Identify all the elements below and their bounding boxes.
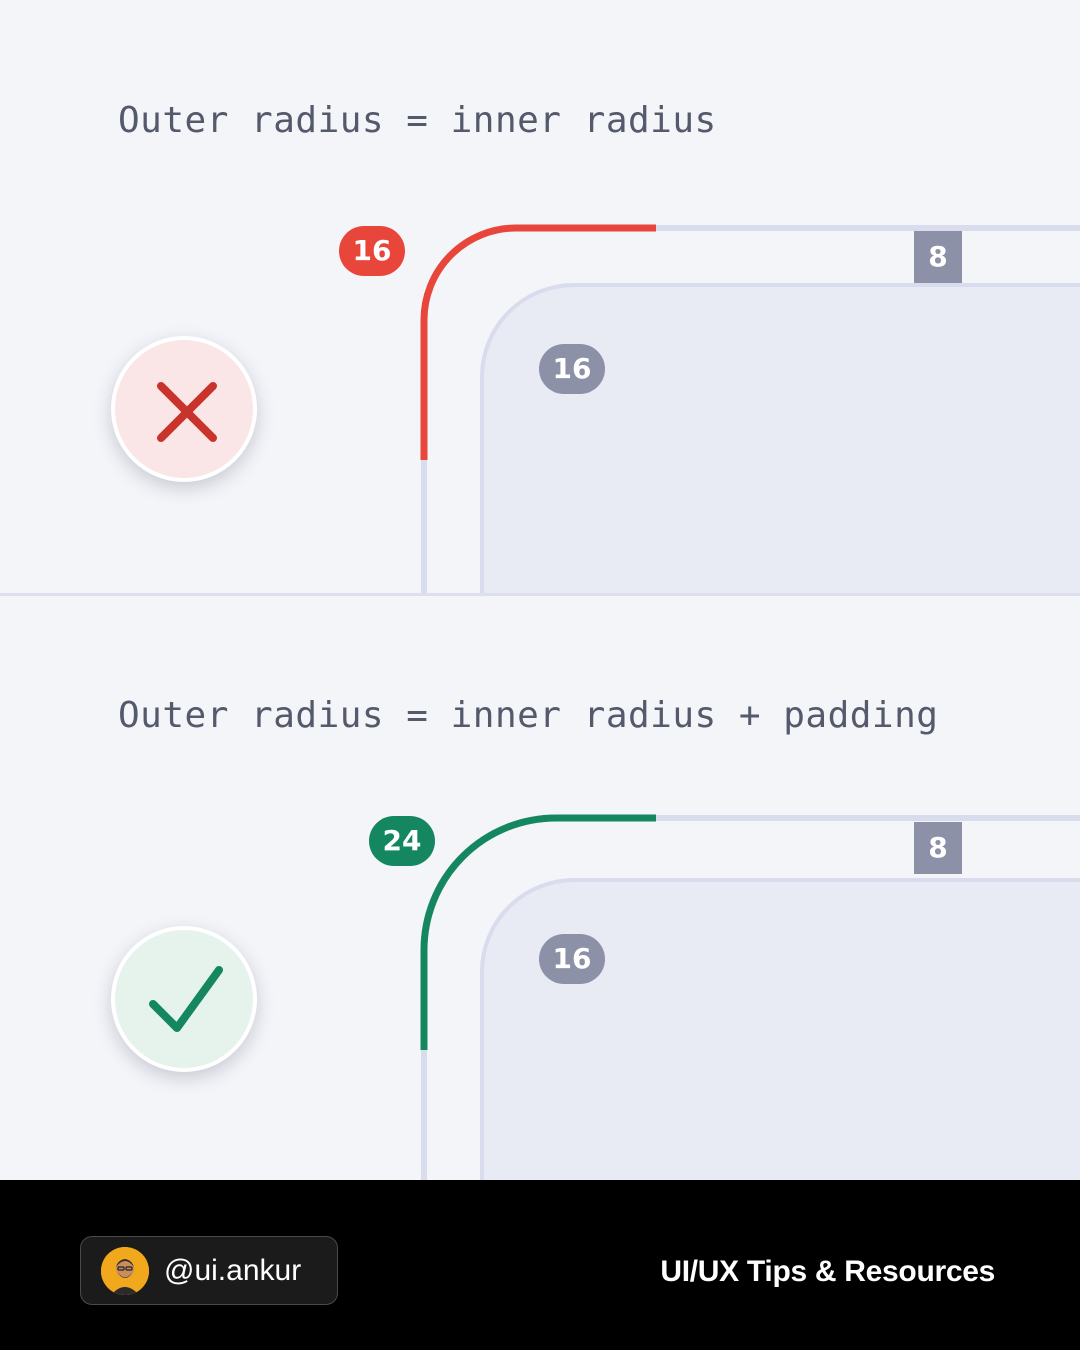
outer-radius-badge: 24 (369, 816, 435, 866)
radius-diagram (420, 814, 1080, 1180)
cross-icon (157, 382, 217, 442)
author-handle-link[interactable]: @ui.ankur (80, 1236, 338, 1305)
checkmark-icon (149, 966, 223, 1032)
padding-badge: 8 (914, 231, 962, 283)
inner-box-shape (480, 283, 1080, 595)
example-incorrect: Outer radius = inner radius 16 16 8 (0, 0, 1080, 595)
person-icon (101, 1247, 149, 1295)
author-handle: @ui.ankur (164, 1254, 302, 1287)
inner-radius-badge: 16 (539, 344, 605, 394)
footer-bar: @ui.ankur UI/UX Tips & Resources (0, 1180, 1080, 1350)
section-divider (0, 593, 1080, 596)
rule-heading: Outer radius = inner radius (118, 100, 717, 141)
status-indicator-incorrect (111, 336, 257, 482)
status-indicator-correct (111, 926, 257, 1072)
rule-heading: Outer radius = inner radius + padding (118, 695, 939, 736)
inner-radius-badge: 16 (539, 934, 605, 984)
radius-diagram (420, 224, 1080, 595)
example-correct: Outer radius = inner radius + padding 24… (0, 595, 1080, 1180)
outer-radius-badge: 16 (339, 226, 405, 276)
inner-box-shape (480, 878, 1080, 1180)
brand-tagline: UI/UX Tips & Resources (660, 1255, 995, 1288)
outer-radius-curve (420, 814, 656, 1050)
outer-radius-curve (420, 224, 656, 460)
padding-badge: 8 (914, 822, 962, 874)
avatar (101, 1247, 149, 1295)
